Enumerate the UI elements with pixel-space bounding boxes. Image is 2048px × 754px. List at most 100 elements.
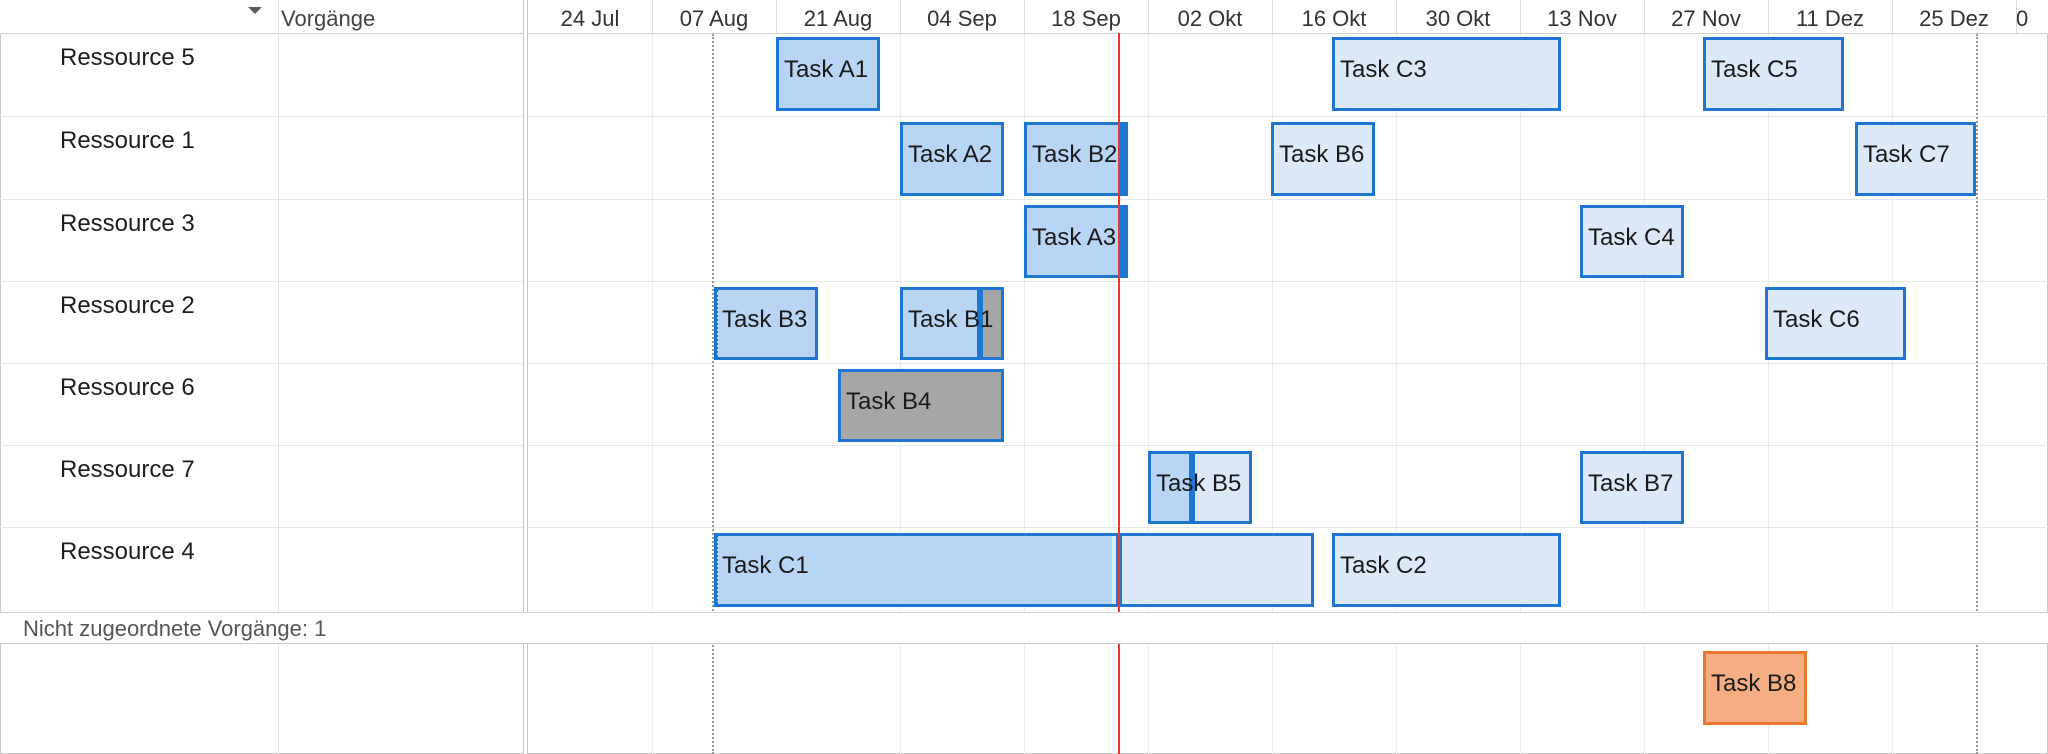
task-bar[interactable]: Task C7: [1855, 122, 1976, 196]
task-label: Task C7: [1863, 141, 1950, 168]
unassigned-tasks-bar[interactable]: Nicht zugeordnete Vorgänge: 1: [0, 612, 2048, 644]
timescale-tick: 13 Nov: [1547, 6, 1617, 31]
task-bar[interactable]: Task A2: [900, 122, 1004, 196]
task-progress-fill: [779, 40, 877, 108]
timescale-divider: [1892, 0, 1893, 33]
task-label: Task C6: [1773, 306, 1860, 333]
grid-line: [1644, 34, 1645, 754]
task-label: Task B5: [1156, 470, 1242, 497]
task-progress-marker[interactable]: [1189, 454, 1195, 521]
grid-line: [1892, 34, 1893, 754]
task-progress-marker[interactable]: [1119, 125, 1125, 193]
timescale-tick: 04 Sep: [927, 6, 997, 31]
task-progress-fill: [717, 290, 815, 357]
timescale-tick: 27 Nov: [1671, 6, 1741, 31]
project-end-marker: [1976, 34, 1978, 754]
unassigned-tasks-label: Nicht zugeordnete Vorgänge: 1: [23, 616, 327, 641]
timescale-divider: [1148, 0, 1149, 33]
timescale-tick: 02 Okt: [1177, 6, 1243, 31]
timescale-divider: [1396, 0, 1397, 33]
task-progress-marker[interactable]: [1119, 208, 1125, 275]
task-bar[interactable]: Task C2: [1332, 533, 1561, 607]
timescale-divider: [1644, 0, 1645, 33]
timescale-tick: 24 Jul: [560, 6, 620, 31]
task-bar[interactable]: Task C3: [1332, 37, 1561, 111]
task-bar[interactable]: Task B2: [1024, 122, 1128, 196]
task-start-marker: [717, 290, 718, 357]
task-label: Task B3: [722, 306, 808, 333]
filter-dropdown-icon[interactable]: [246, 4, 264, 18]
resource-name: Ressource 4: [60, 538, 195, 565]
unassigned-task-bar[interactable]: Task B8: [1703, 651, 1807, 725]
resource-name: Ressource 5: [60, 44, 195, 71]
task-label: Task B2: [1032, 141, 1118, 168]
task-progress-marker[interactable]: [977, 290, 983, 357]
resource-name: Ressource 1: [60, 127, 195, 154]
today-line: [1118, 33, 1120, 754]
timescale-divider: [1768, 0, 1769, 33]
task-label: Task C4: [1588, 224, 1675, 251]
timescale-tick: 21 Aug: [803, 6, 873, 31]
timescale-divider: [1272, 0, 1273, 33]
timescale-tick: 30 Okt: [1425, 6, 1491, 31]
task-progress-fill: [903, 290, 978, 357]
task-bar[interactable]: Task A1: [776, 37, 880, 111]
task-bar[interactable]: Task C6: [1765, 287, 1906, 360]
task-bar[interactable]: Task B5: [1148, 451, 1252, 524]
grid-line: [1768, 34, 1769, 754]
resource-row[interactable]: Ressource 4: [0, 528, 2048, 611]
column-separator[interactable]: [278, 0, 279, 612]
task-label: Task B8: [1711, 670, 1797, 697]
task-bar[interactable]: Task B1: [900, 287, 1004, 360]
task-bar[interactable]: Task A3: [1024, 205, 1128, 278]
timescale-tick: 0: [2016, 6, 2029, 31]
task-bar[interactable]: Task B3: [714, 287, 818, 360]
column-header-vorgaenge[interactable]: Vorgänge: [281, 6, 376, 31]
task-progress-fill: [903, 125, 1001, 193]
task-bar[interactable]: Task B4: [838, 369, 1004, 442]
task-bar[interactable]: Task C4: [1580, 205, 1684, 278]
resource-name: Ressource 6: [60, 374, 195, 401]
task-label: Task B7: [1588, 470, 1674, 497]
task-label: Task B4: [846, 388, 932, 415]
timescale-divider: [1520, 0, 1521, 33]
timescale-tick: 18 Sep: [1051, 6, 1121, 31]
task-bar[interactable]: Task C5: [1703, 37, 1844, 111]
task-progress-fill: [717, 536, 1112, 604]
grid-line: [1024, 34, 1025, 754]
timescale: 24 Jul 07 Aug 21 Aug 04 Sep 18 Sep 02 Ok…: [528, 0, 2048, 33]
timescale-divider: [652, 0, 653, 33]
grid-line: [1396, 34, 1397, 754]
timescale-divider: [1024, 0, 1025, 33]
task-bar[interactable]: Task B6: [1271, 122, 1375, 196]
task-label: Task B6: [1279, 141, 1365, 168]
timescale-tick: 25 Dez: [1919, 6, 1989, 31]
resource-name: Ressource 2: [60, 292, 195, 319]
task-label: Task A1: [784, 56, 869, 83]
timescale-tick: 16 Okt: [1301, 6, 1367, 31]
project-start-marker: [712, 34, 714, 754]
grid-line: [1148, 34, 1149, 754]
timescale-divider: [2016, 0, 2017, 33]
task-remaining-fill: [981, 290, 1001, 357]
timescale-divider: [900, 0, 901, 33]
timescale-divider: [776, 0, 777, 33]
resource-name: Ressource 3: [60, 210, 195, 237]
task-label: Task B1: [908, 306, 994, 333]
pane-splitter[interactable]: [523, 0, 528, 754]
timescale-tick: 07 Aug: [679, 6, 749, 31]
task-bar[interactable]: Task B7: [1580, 451, 1684, 524]
task-progress-fill: [1151, 454, 1191, 521]
task-bar[interactable]: Task C1: [714, 533, 1314, 607]
task-label: Task C1: [722, 552, 809, 579]
task-progress-fill: [1027, 208, 1120, 275]
task-label: Task A2: [908, 141, 993, 168]
task-progress-fill: [1027, 125, 1120, 193]
task-start-marker: [717, 536, 718, 604]
task-label: Task C5: [1711, 56, 1798, 83]
grid-line: [1272, 34, 1273, 754]
timescale-tick: 11 Dez: [1795, 6, 1865, 31]
resource-name: Ressource 7: [60, 456, 195, 483]
column-separator[interactable]: [278, 642, 279, 754]
grid-line: [1520, 34, 1521, 754]
